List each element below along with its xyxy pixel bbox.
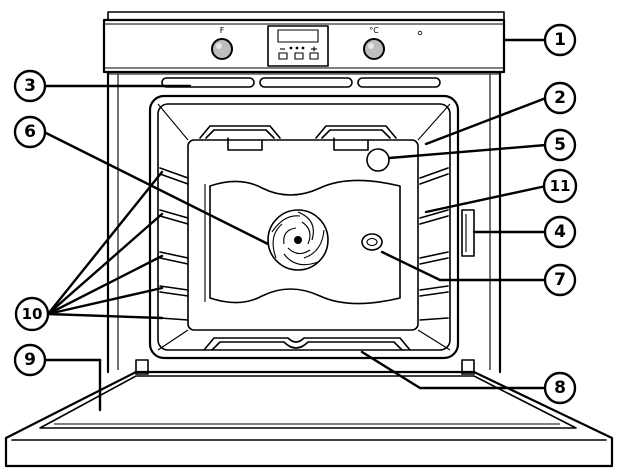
circular-fan <box>267 209 329 271</box>
callout-5: 5 <box>543 128 577 162</box>
oven-door[interactable] <box>4 359 614 468</box>
callout-11-label: 11 <box>550 177 571 195</box>
cooling-vent-slot <box>259 77 353 88</box>
callout-4-label: 4 <box>554 222 566 242</box>
door-hinge-left <box>135 359 149 375</box>
callout-2: 2 <box>543 81 577 115</box>
programmer-mode-button[interactable] <box>294 52 304 60</box>
callout-2-label: 2 <box>554 88 566 108</box>
callout-6-label: 6 <box>24 122 36 142</box>
control-panel: F °C <box>102 11 506 74</box>
callout-4: 4 <box>543 215 577 249</box>
callout-10: 10 <box>14 296 50 332</box>
callout-1-label: 1 <box>554 30 566 50</box>
knob-function-label: F <box>220 26 225 35</box>
callout-9-label: 9 <box>24 350 36 370</box>
callout-10-label: 10 <box>22 305 43 323</box>
cooling-vent-slot <box>357 77 441 88</box>
knob-temperature-label: °C <box>369 26 379 35</box>
callout-8-label: 8 <box>554 378 566 398</box>
top-heating-element <box>199 125 397 151</box>
oven-body <box>106 70 502 374</box>
function-knob[interactable] <box>211 38 233 60</box>
callout-9: 9 <box>13 343 47 377</box>
shelf-guides-left <box>159 167 189 321</box>
shelf-guides-right <box>419 167 449 321</box>
bottom-heating-element <box>203 337 411 351</box>
door-hinge-right <box>461 359 475 375</box>
callout-11: 11 <box>542 168 578 204</box>
callout-3: 3 <box>13 69 47 103</box>
cooling-vent-slot <box>161 77 255 88</box>
fan-cover-panel <box>204 179 401 305</box>
thermostat-indicator-light <box>417 30 423 36</box>
callout-7-label: 7 <box>554 270 566 290</box>
electronic-programmer[interactable] <box>267 25 329 67</box>
cavity-back-wall <box>187 139 419 331</box>
programmer-display <box>277 29 319 43</box>
probe-socket <box>361 233 383 251</box>
cooling-vents <box>161 77 441 88</box>
oven-cavity <box>148 94 460 360</box>
callout-7: 7 <box>543 263 577 297</box>
rating-plate <box>461 209 475 257</box>
callout-5-label: 5 <box>554 135 566 155</box>
programmer-plus-button[interactable] <box>309 52 319 60</box>
callout-8: 8 <box>543 371 577 405</box>
callout-1: 1 <box>543 23 577 57</box>
leader-lines <box>42 38 548 412</box>
programmer-minus-button[interactable] <box>278 52 288 60</box>
callout-6: 6 <box>13 115 47 149</box>
thermostat-knob[interactable] <box>363 38 385 60</box>
oven-lamp <box>366 148 390 172</box>
callout-3-label: 3 <box>24 76 36 96</box>
